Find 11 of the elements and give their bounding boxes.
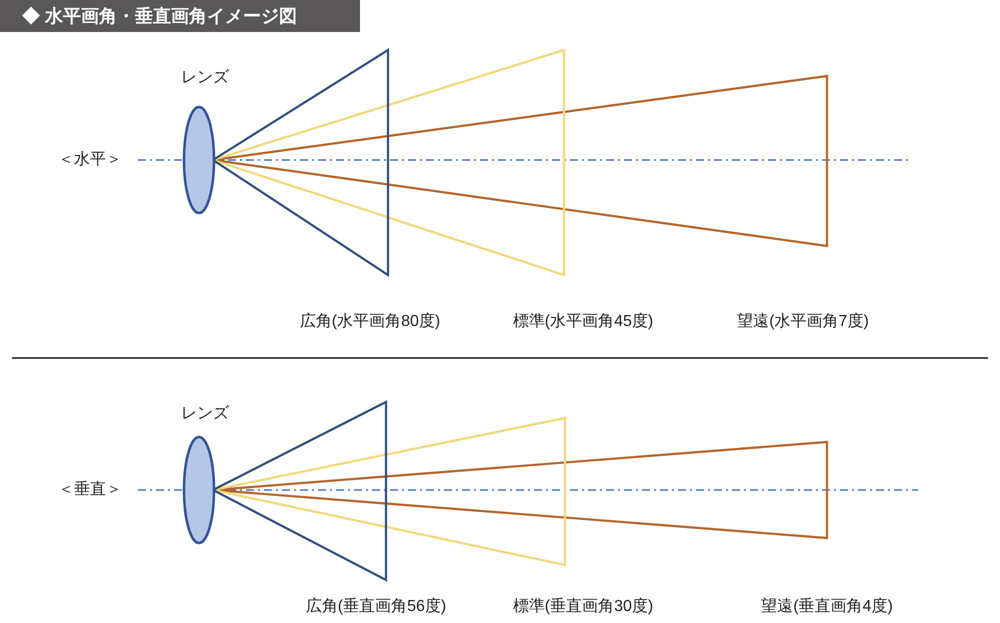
title-bar: ◆ 水平画角・垂直画角イメージ図	[0, 0, 360, 32]
axis-label: ＜水平＞	[58, 150, 122, 170]
lens-label: レンズ	[181, 68, 229, 88]
angle-caption: 望遠(水平画角7度)	[737, 312, 869, 332]
angle-caption: 標準(垂直画角30度)	[512, 596, 654, 617]
lens-label: レンズ	[181, 404, 229, 424]
angle-caption: 広角(垂直画角56度)	[306, 596, 446, 617]
axis-label: ＜垂直＞	[58, 480, 122, 500]
angle-caption: 望遠(垂直画角4度)	[761, 596, 893, 617]
angle-caption: 広角(水平画角80度)	[300, 312, 440, 332]
angle-caption: 標準(水平画角45度)	[512, 312, 654, 332]
